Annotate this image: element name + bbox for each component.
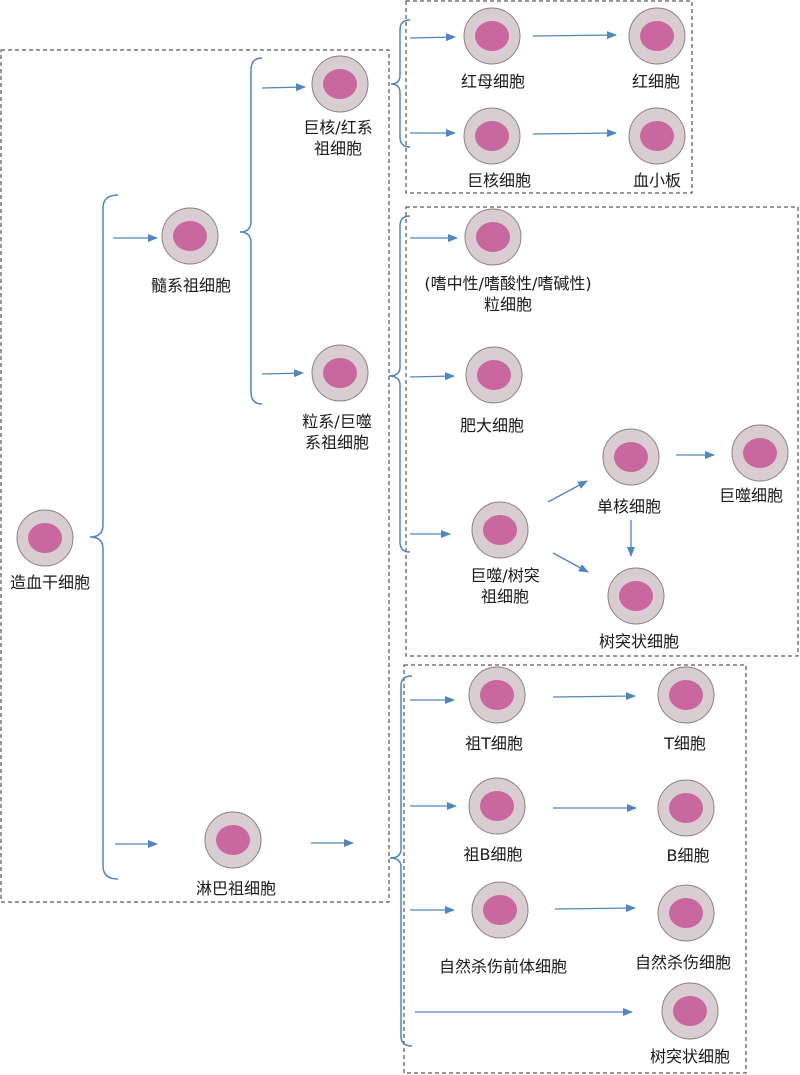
label-dc-myeloid: 树突状细胞 [598,632,680,651]
label-lymphoid: 淋巴祖细胞 [195,879,277,898]
label-nk-precursor: 自然杀伤前体细胞 [438,957,568,976]
cell-platelet [628,107,686,165]
box-lymphoid-lineage [403,664,747,1074]
cell-nk-precursor [471,881,529,939]
cell-pro-t [468,666,526,724]
cell-mast [465,346,523,404]
label-granulocyte: (嗜中性/嗜酸性/嗜碱性)粒细胞 [424,274,592,314]
box-myeloid-lineage [405,206,799,657]
box-main [0,49,390,903]
label-mk-ery: 巨核/红系祖细胞 [303,118,373,158]
arrow-pro-t-t [552,692,636,701]
bracket-mk-ery [390,19,411,148]
label-nk: 自然杀伤细胞 [634,953,732,972]
arrow-to-mast [409,372,455,381]
bracket-gm [388,215,411,553]
label-macrophage: 巨噬细胞 [718,486,784,505]
arrow-mdp-dc [552,552,589,573]
label-pro-t: 祖T细胞 [465,734,523,753]
arrow-nk-precursor-nk [554,904,636,913]
bracket-myeloid [239,57,263,405]
label-pro-b: 祖B细胞 [463,845,523,864]
cell-granulocyte [464,208,522,266]
label-myeloid: 髓系祖细胞 [150,276,232,295]
cell-megakaryocyte [463,107,521,165]
cell-myeloid [161,207,219,265]
cell-t [657,666,715,724]
cell-macrophage [731,424,789,482]
cell-monocyte [602,428,660,486]
label-t: T细胞 [664,734,706,753]
bracket-lymphoid [389,675,413,1047]
box-erythroid-megakaryocyte [405,0,693,194]
label-b: B细胞 [666,846,710,865]
cell-hsc [16,509,74,567]
label-platelet: 血小板 [632,171,682,190]
label-hsc: 造血干细胞 [9,573,91,592]
label-megakaryocyte: 巨核细胞 [466,171,532,190]
cell-rbc [628,7,686,65]
cell-mdp [471,501,529,559]
label-erythroblast: 红母细胞 [460,72,526,91]
cell-gm [311,344,369,402]
label-mast: 肥大细胞 [459,416,525,435]
arrow-to-gm [261,369,304,378]
cell-pro-b [468,777,526,835]
arrow-to-mk-ery [261,83,306,92]
label-rbc: 红细胞 [631,72,681,91]
bracket-hsc [89,194,119,880]
arrow-to-erythroblast [409,33,456,42]
label-dc-lymphoid: 树突状细胞 [649,1047,731,1066]
cell-mk-ery [311,55,369,113]
arrow-mdp-monocyte [547,480,588,503]
arrow-megakaryocyte-platelet [532,129,617,138]
cell-dc-myeloid [607,567,665,625]
cell-dc-lymphoid [661,982,719,1040]
label-mdp: 巨噬/树突祖细胞 [470,566,540,606]
arrow-erythroblast-rbc [532,31,617,40]
cell-lymphoid [204,811,262,869]
label-monocyte: 单核细胞 [596,497,662,516]
label-gm: 粒系/巨噬系祖细胞 [302,412,372,452]
cell-b [657,779,715,837]
cell-nk [657,884,715,942]
cell-erythroblast [463,7,521,65]
